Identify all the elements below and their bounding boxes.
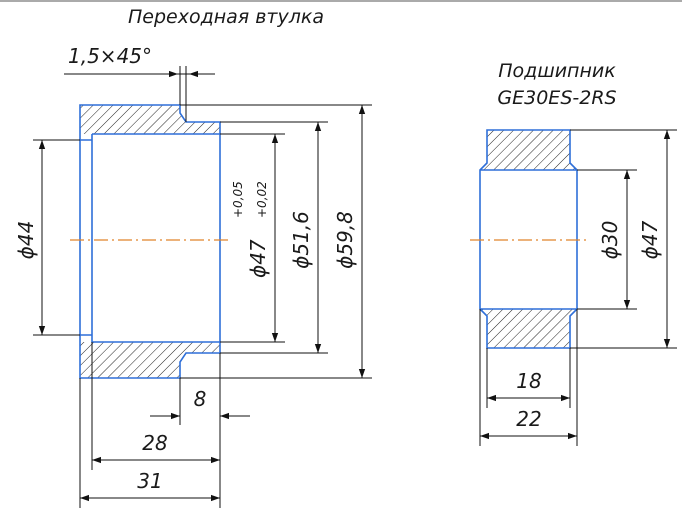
label-d51-6: ϕ51,6 bbox=[289, 211, 313, 269]
label-d30: ϕ30 bbox=[598, 221, 622, 260]
bushing-drawing: Переходная втулка 1,5×45° ϕ44 ϕ47 +0,05 … bbox=[14, 6, 372, 508]
label-len22: 22 bbox=[516, 407, 541, 431]
label-bearing-d47: ϕ47 bbox=[638, 220, 662, 259]
label-d47-tol-lower: +0,02 bbox=[255, 181, 269, 218]
bearing-top-section-hatch bbox=[480, 130, 577, 170]
bushing-outer-outline bbox=[79, 104, 221, 379]
label-len28: 28 bbox=[142, 431, 167, 455]
chamfer-label: 1,5×45° bbox=[68, 44, 152, 68]
label-len18: 18 bbox=[516, 369, 541, 393]
bearing-bore-outline bbox=[480, 169, 577, 310]
bearing-drawing: Подшипник GE30ES-2RS ϕ30 ϕ47 18 22 bbox=[470, 60, 677, 446]
label-d44: ϕ44 bbox=[14, 221, 38, 260]
label-d59-8: ϕ59,8 bbox=[333, 211, 357, 269]
label-d47-tol-upper: +0,05 bbox=[231, 181, 245, 218]
bearing-title-line2: GE30ES-2RS bbox=[497, 87, 616, 109]
label-len31: 31 bbox=[137, 469, 162, 493]
bushing-bore-outline bbox=[91, 133, 220, 343]
bushing-bottom-section-hatch bbox=[80, 342, 220, 378]
bushing-inner-step bbox=[80, 139, 92, 336]
label-d47: ϕ47 bbox=[246, 239, 270, 278]
label-len8: 8 bbox=[194, 387, 207, 411]
bushing-top-section-hatch bbox=[80, 105, 220, 134]
bearing-title-line1: Подшипник bbox=[498, 60, 616, 82]
bushing-title: Переходная втулка bbox=[128, 6, 324, 28]
bearing-bottom-section-hatch bbox=[480, 309, 577, 348]
